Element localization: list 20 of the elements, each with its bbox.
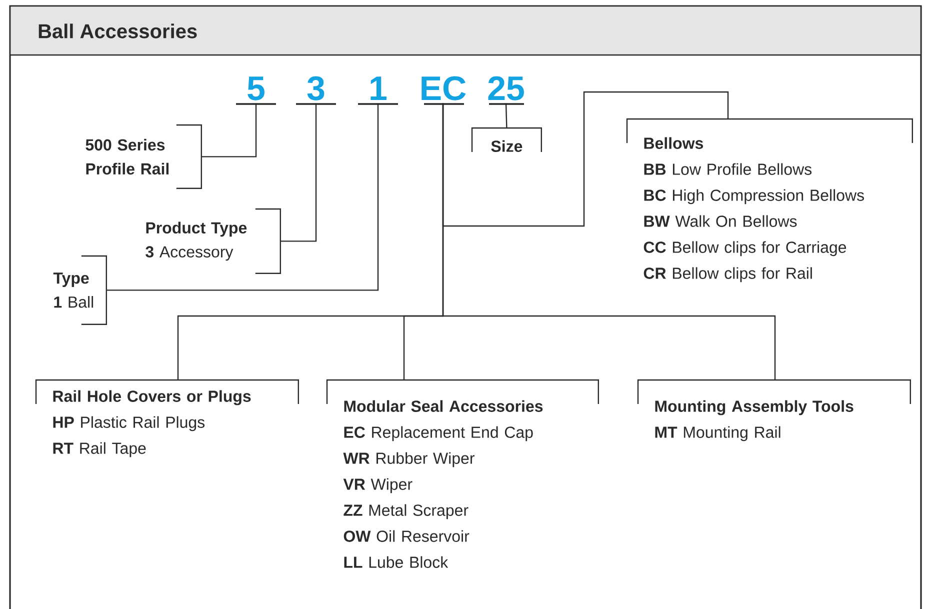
connector-line xyxy=(201,103,257,158)
code-character: EC xyxy=(422,76,466,105)
connector-line xyxy=(106,103,379,291)
code-character: 25 xyxy=(488,76,524,105)
header-bar: Ball Accessories xyxy=(10,6,921,56)
code-character: 3 xyxy=(296,76,336,105)
bracket-label: Rail Hole Covers or Plugs HP Plastic Rail Plugs RT Rail Tape xyxy=(35,379,299,458)
code-character: 1 xyxy=(358,76,398,105)
bracket-label: Mounting Assembly Tools MT Mounting Rail xyxy=(637,379,911,442)
connector-line xyxy=(280,103,317,242)
bracket-label: Product Type 3 Accessory xyxy=(146,208,281,274)
bracket-label: Modular Seal Accessories EC Replacement End Cap WR Rubber Wiper VR Wiper ZZ Metal Scraper OW Oil Reservoir LL Lube Block xyxy=(326,379,599,568)
code-character: 5 xyxy=(236,76,276,105)
bracket-label: Bellows BB Low Profile Bellows BC High Compression Bellows BW Walk On Bellows CC Bellow clips for Carriage CR Bellow clips for Rail xyxy=(626,118,913,282)
connector-line xyxy=(505,103,508,128)
connector-line xyxy=(442,103,776,380)
bracket-label: 500 Series Profile Rail xyxy=(86,124,202,189)
bracket-label: Type 1 Ball xyxy=(53,255,107,325)
bracket-label: Size xyxy=(471,127,542,152)
connector-line xyxy=(442,91,729,227)
